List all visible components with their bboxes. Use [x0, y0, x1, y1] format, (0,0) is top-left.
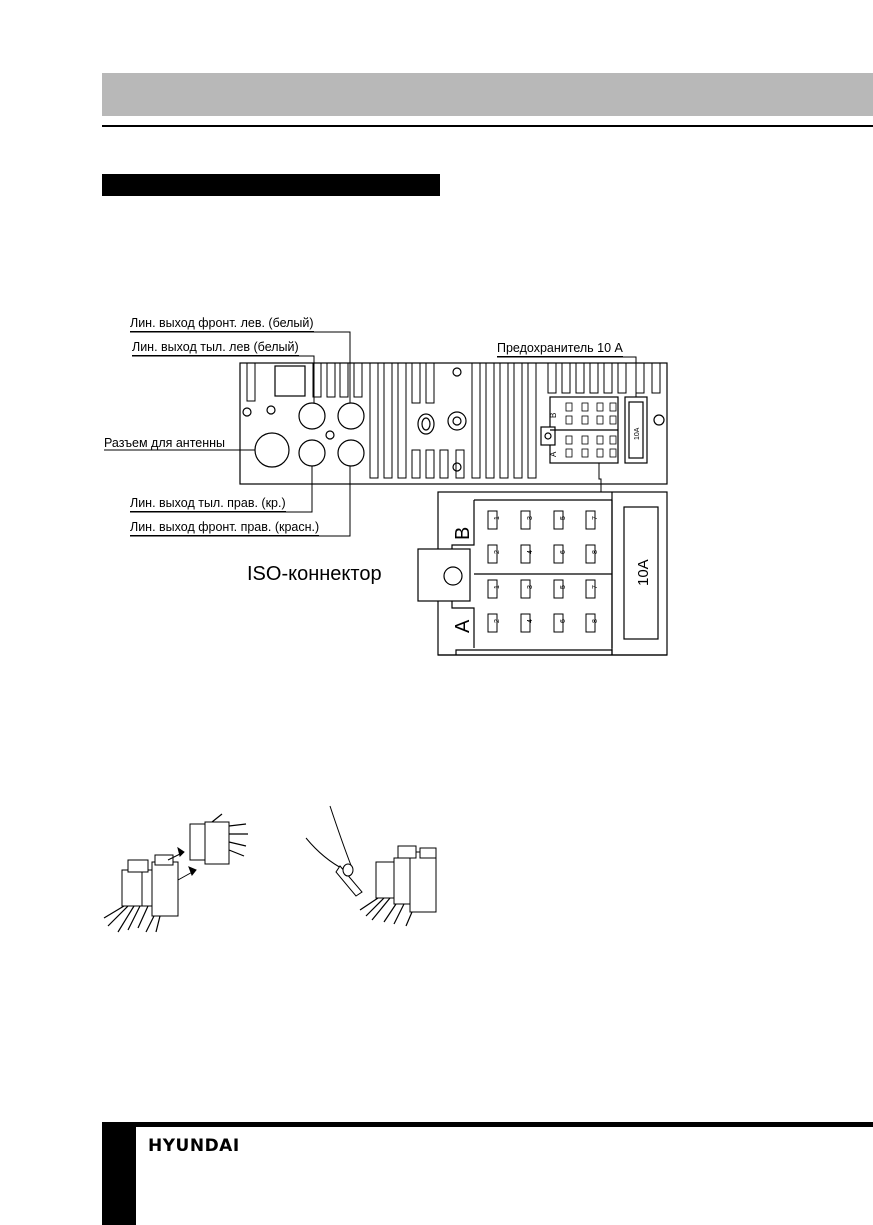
pin-a6: 6	[560, 619, 567, 623]
brand-logo: HYUNDAI	[148, 1136, 240, 1156]
pin-b2: 2	[494, 550, 501, 554]
label-fuse: Предохранитель 10 А	[497, 341, 623, 357]
header-band	[102, 73, 873, 116]
rear-panel	[239, 362, 668, 485]
mount-hole-right	[653, 414, 665, 426]
pin-b8: 8	[592, 550, 599, 554]
pin-a4: 4	[527, 619, 534, 623]
block-a-letter: A	[452, 619, 474, 633]
small-fuse-rating: 10A	[634, 427, 641, 440]
mount-hole-left	[242, 407, 252, 417]
pin-b5: 5	[560, 516, 567, 520]
small-block-a-letter: A	[549, 451, 558, 457]
footer-side-block	[102, 1122, 136, 1225]
iso-connector-large	[417, 491, 668, 656]
pin-a7: 7	[592, 585, 599, 589]
rca-block	[274, 365, 306, 397]
pin-b7: 7	[592, 516, 599, 520]
label-line-out-rear-right: Лин. выход тыл. прав. (кр.)	[130, 496, 286, 512]
rca-front-right-jack	[337, 439, 365, 467]
heatsink-fins	[246, 362, 661, 479]
pliers-illustration	[305, 805, 437, 927]
label-antenna-socket: Разъем для антенны	[104, 436, 226, 450]
pin-b1: 1	[494, 516, 501, 520]
rca-rear-left-jack	[298, 402, 326, 430]
pin-a2: 2	[494, 619, 501, 623]
pin-a1: 1	[494, 585, 501, 589]
plug-connect-illustration	[103, 813, 248, 933]
label-iso-connector: ISO-коннектор	[247, 563, 382, 585]
small-block-b-letter: B	[549, 413, 558, 418]
pin-b3: 3	[527, 516, 534, 520]
footer-rule	[102, 1122, 873, 1127]
leader-lines	[104, 331, 637, 537]
label-line-out-front-left: Лин. выход фронт. лев. (белый)	[130, 316, 314, 332]
label-line-out-rear-left: Лин. выход тыл. лев (белый)	[132, 340, 299, 356]
block-b-letter: B	[452, 527, 474, 540]
fuse-rating: 10A	[635, 559, 652, 586]
section-title-bar	[102, 174, 440, 196]
header-rule	[102, 125, 873, 127]
pin-a3: 3	[527, 585, 534, 589]
pin-b6: 6	[560, 550, 567, 554]
pin-a5: 5	[560, 585, 567, 589]
label-line-out-front-right: Лин. выход фронт. прав. (красн.)	[130, 520, 320, 536]
pin-a8: 8	[592, 619, 599, 623]
rca-front-left-jack	[337, 402, 365, 430]
pin-b4: 4	[527, 550, 534, 554]
